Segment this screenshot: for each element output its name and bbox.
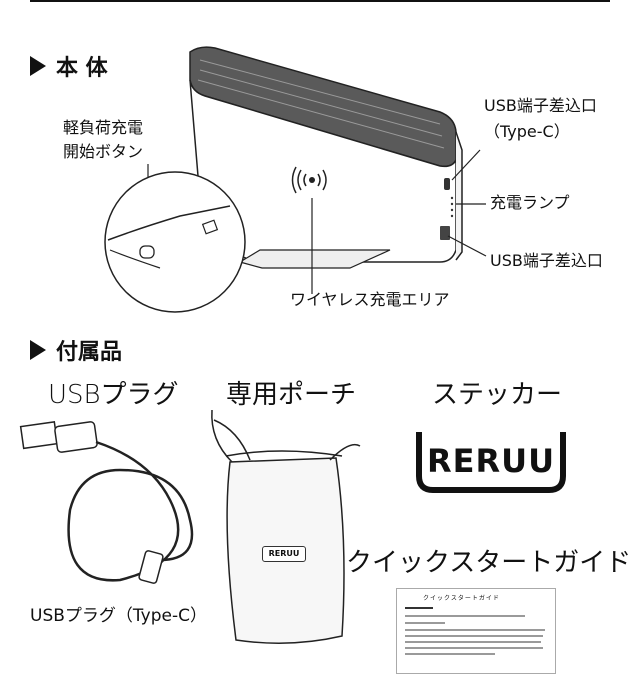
label-quick-start-guide: クイックスタートガイド: [346, 548, 632, 578]
sticker-logo-text: RERUU: [426, 442, 556, 480]
pouch-illustration: [211, 409, 361, 644]
triangle-bullet-icon: [30, 56, 46, 76]
typec-port: [444, 178, 450, 190]
label-usb-port: USB端子差込口: [490, 251, 603, 270]
label-charge-lamp: 充電ランプ: [490, 193, 570, 212]
usb-cable-illustration: [19, 421, 194, 584]
section-main-body: 本 体: [30, 50, 108, 82]
device-side: [455, 131, 463, 261]
label-usb-plug-typec: USBプラグ（Type-C）: [30, 606, 207, 626]
label-usb-port-typec-line1: USB端子差込口: [484, 96, 597, 115]
label-usb-port-typec-line2: （Type-C）: [484, 122, 570, 141]
guide-title: クイックスタートガイド: [423, 595, 500, 602]
device-stand: [238, 249, 391, 269]
label-wireless-area: ワイヤレス充電エリア: [290, 290, 450, 309]
pouch-logo: RERUU: [262, 546, 306, 562]
sticker-illustration: RERUU: [415, 430, 567, 494]
quick-start-guide-illustration: クイックスタートガイド: [396, 588, 556, 674]
section-accessories: 付属品: [30, 334, 122, 366]
wireless-charging-icon: [291, 166, 327, 194]
section-accessories-title: 付属品: [56, 340, 123, 365]
section-main-body-title: 本 体: [56, 56, 108, 81]
zoom-circle: [104, 171, 246, 313]
label-light-load-button: 軽負荷充電 開始ボタン: [63, 118, 144, 161]
light-load-button-icon: [139, 245, 155, 259]
label-pouch: 専用ポーチ: [226, 380, 357, 410]
wood-grain: [197, 59, 445, 149]
label-sticker: ステッカー: [432, 380, 563, 410]
usb-port: [440, 226, 450, 240]
top-rule: [30, 0, 610, 2]
triangle-bullet-icon: [30, 340, 46, 360]
label-usb-plug: USBプラグ: [48, 380, 179, 410]
